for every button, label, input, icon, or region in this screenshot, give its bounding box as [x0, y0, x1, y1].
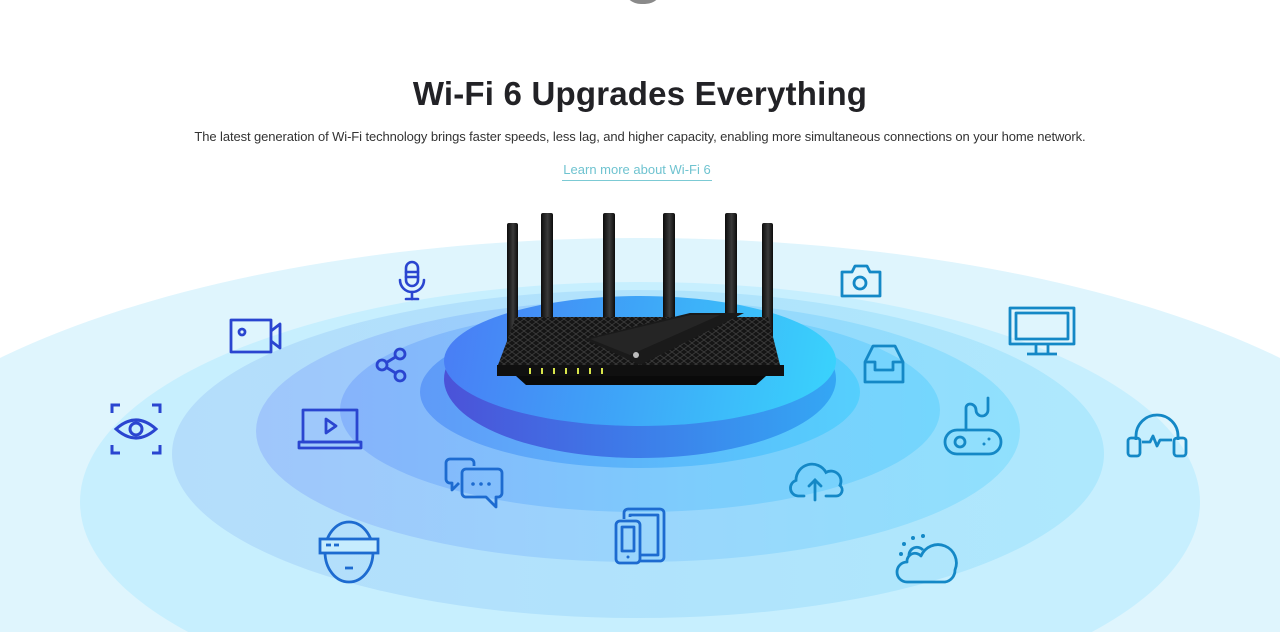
- laptop-video-icon: [297, 408, 363, 450]
- camera-icon: [840, 264, 882, 298]
- page-title: Wi-Fi 6 Upgrades Everything: [412, 75, 868, 112]
- previous-section-fragment: [623, 0, 663, 4]
- chat-bubbles-icon: [444, 457, 506, 509]
- tablet-phone-icon: [614, 507, 668, 565]
- cloud-upload-icon: [788, 456, 844, 502]
- learn-more-link[interactable]: Learn more about Wi-Fi 6: [562, 161, 712, 181]
- vr-headset-icon: [318, 519, 380, 585]
- microphone-icon: [397, 260, 427, 302]
- headphones-icon: [1126, 412, 1188, 458]
- share-icon: [374, 346, 408, 384]
- hero-subtitle: The latest generation of Wi-Fi technolog…: [194, 129, 1086, 144]
- monitor-icon: [1008, 306, 1076, 358]
- weather-cloud-icon: [895, 530, 963, 584]
- inbox-tray-icon: [863, 344, 905, 384]
- eye-scan-icon: [110, 403, 162, 455]
- video-camera-icon: [229, 318, 283, 354]
- game-controller-icon: [943, 396, 1005, 456]
- router-image: [480, 205, 800, 405]
